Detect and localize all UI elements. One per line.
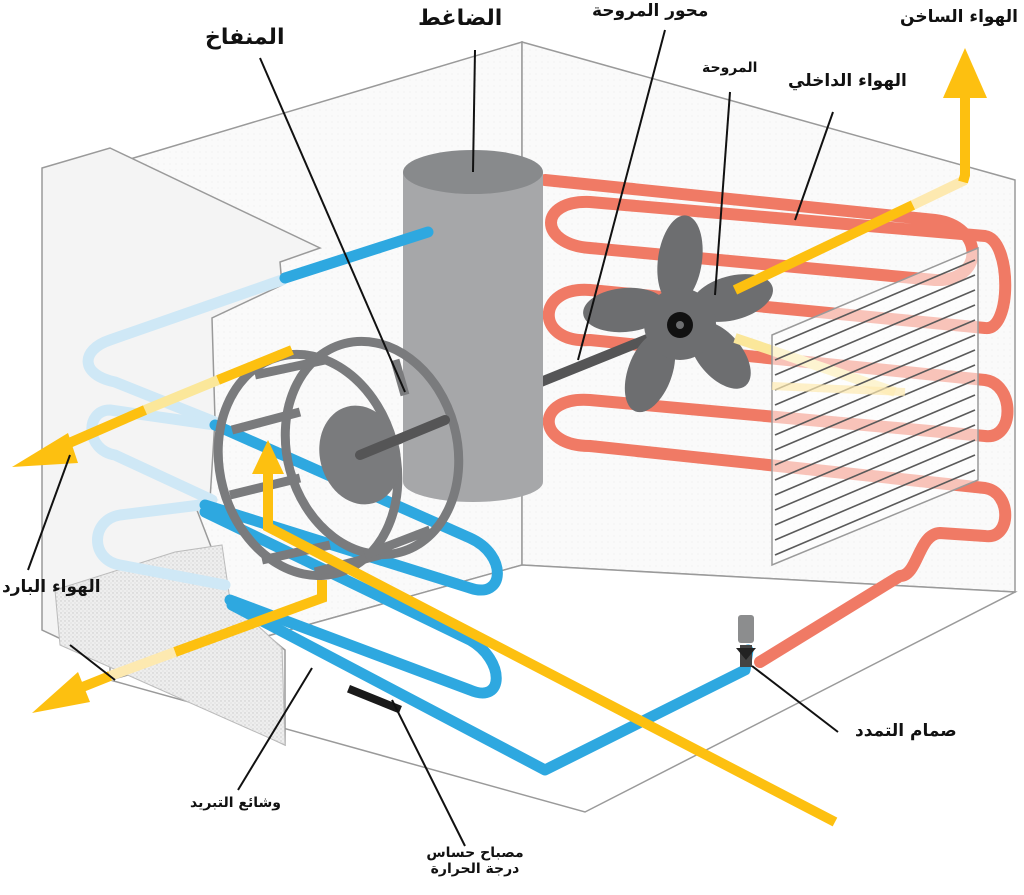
hot-air-arrow — [910, 48, 987, 210]
compressor — [403, 150, 543, 502]
label-thermostat-line1: مصباح حساس — [426, 845, 524, 861]
label-expansion-valve: صمام التمدد — [855, 721, 957, 741]
label-fan-shaft: محور المروحة — [592, 1, 709, 21]
label-cold-air: الهواء البارد — [2, 577, 101, 597]
cold-air-arrow-lower — [32, 580, 327, 713]
label-compressor: الضاغط — [418, 6, 503, 31]
condenser-grille — [771, 246, 979, 567]
return-air-arrow — [252, 440, 838, 827]
label-cooling-coils: وشائع التبريد — [190, 795, 281, 811]
cold-air-arrow-upper — [12, 345, 294, 467]
label-thermostat: مصباح حساس درجة الحرارة — [420, 845, 530, 877]
label-inside-air: الهواء الداخلي — [788, 71, 907, 91]
label-fan: المروحة — [702, 60, 758, 76]
hot-pipe — [539, 174, 1014, 668]
blower-hub — [319, 405, 450, 505]
label-blower: المنفاخ — [205, 25, 285, 50]
expansion-valve — [736, 615, 756, 667]
thermostat-bulb — [347, 684, 402, 714]
label-hot-air: الهواء الساخن — [900, 7, 1018, 27]
suction-pipe — [279, 226, 434, 284]
condenser-coil — [539, 174, 1014, 668]
label-thermostat-line2: درجة الحرارة — [430, 861, 520, 878]
leader-lines — [27, 29, 839, 847]
